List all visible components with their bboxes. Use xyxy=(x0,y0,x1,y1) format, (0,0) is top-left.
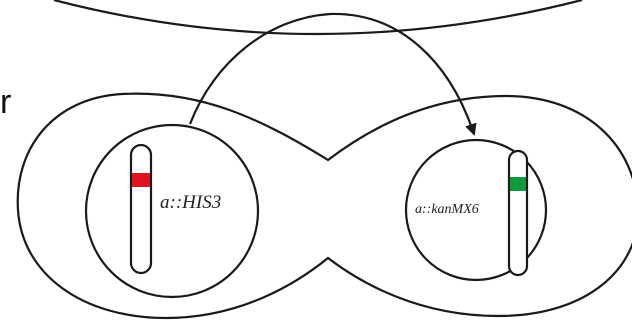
left-nucleus xyxy=(84,123,260,299)
dividing-cell-outline xyxy=(16,92,632,320)
outer-arc-top xyxy=(53,0,583,36)
kanmx6-marker xyxy=(510,177,526,191)
partial-text-fragment: r xyxy=(0,83,11,121)
transfer-arrow xyxy=(188,12,477,136)
his3-marker xyxy=(132,173,150,187)
left-chromosome xyxy=(129,143,153,275)
right-nucleus xyxy=(404,138,548,282)
left-locus-label: a::HIS3 xyxy=(160,192,221,213)
right-chromosome xyxy=(507,149,529,277)
right-locus-label: a::kanMX6 xyxy=(415,202,479,217)
